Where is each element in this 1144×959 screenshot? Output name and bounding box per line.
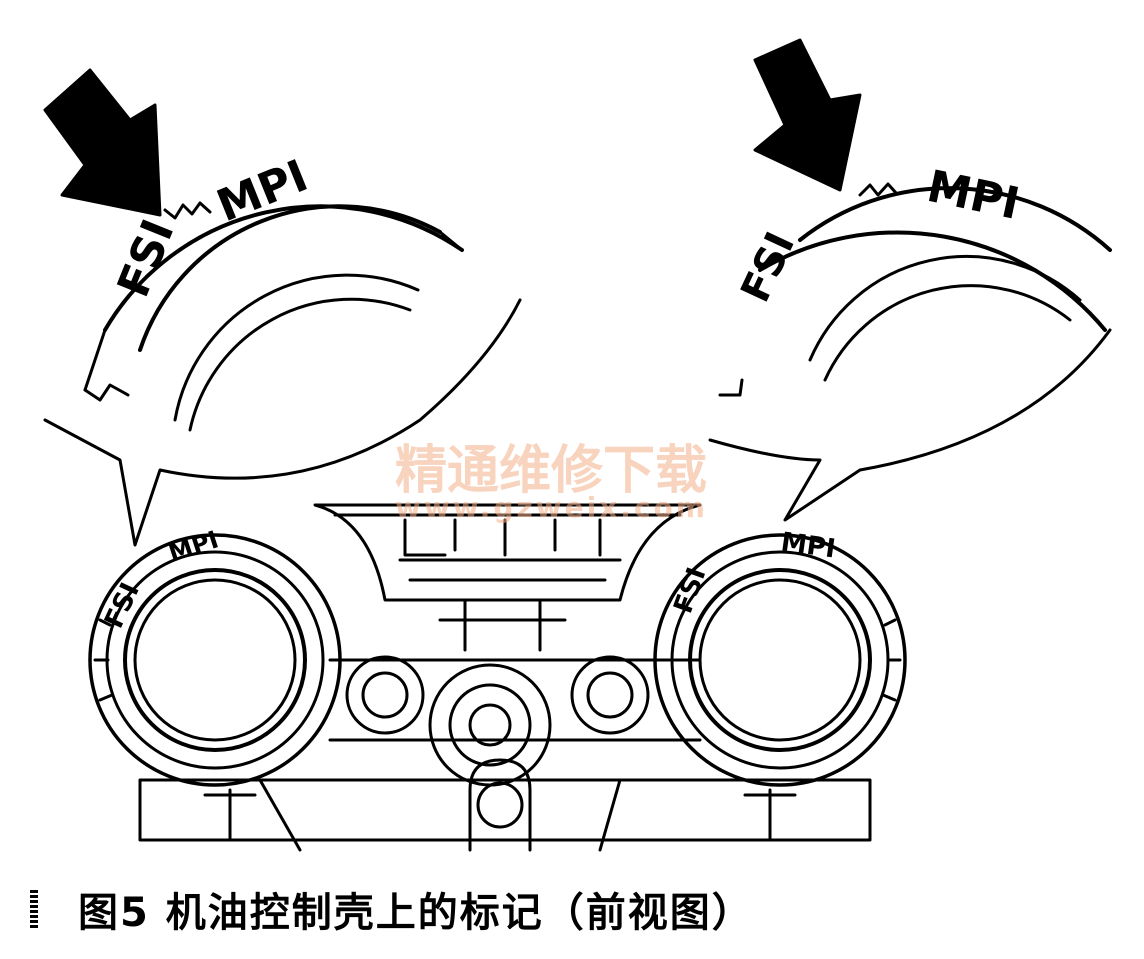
right-callout-fsi-label: FSI (732, 225, 804, 309)
small-port-right (570, 655, 650, 735)
watermark-title: 精通维修下载 (395, 441, 707, 501)
right-arrow (753, 38, 862, 192)
right-callout-bubble (708, 328, 1112, 522)
right-ring-mpi-label: MPI (779, 527, 837, 564)
small-port-left (345, 655, 425, 735)
left-callout-bubble (43, 298, 522, 547)
caption-marker (30, 890, 38, 928)
oil-control-housing-diagram: FSI MPI FSI MPI FSI MPI FSI MPI 精通维修下载 w… (43, 38, 1112, 852)
left-ring-fsi-label: FSI (99, 578, 146, 633)
left-housing-ring (88, 533, 342, 787)
left-magnified-ring (83, 201, 464, 432)
left-arrow (43, 68, 162, 217)
right-callout-mpi-label: MPI (923, 161, 1024, 230)
housing-body (138, 503, 872, 852)
right-magnified-ring (718, 182, 1112, 397)
right-housing-ring (653, 533, 907, 787)
figure-caption: 图5 机油控制壳上的标记（前视图） (78, 890, 754, 936)
left-ring-mpi-label: MPI (165, 526, 222, 568)
watermark-url: www.gzweix.com (395, 491, 708, 524)
center-port (428, 663, 552, 852)
